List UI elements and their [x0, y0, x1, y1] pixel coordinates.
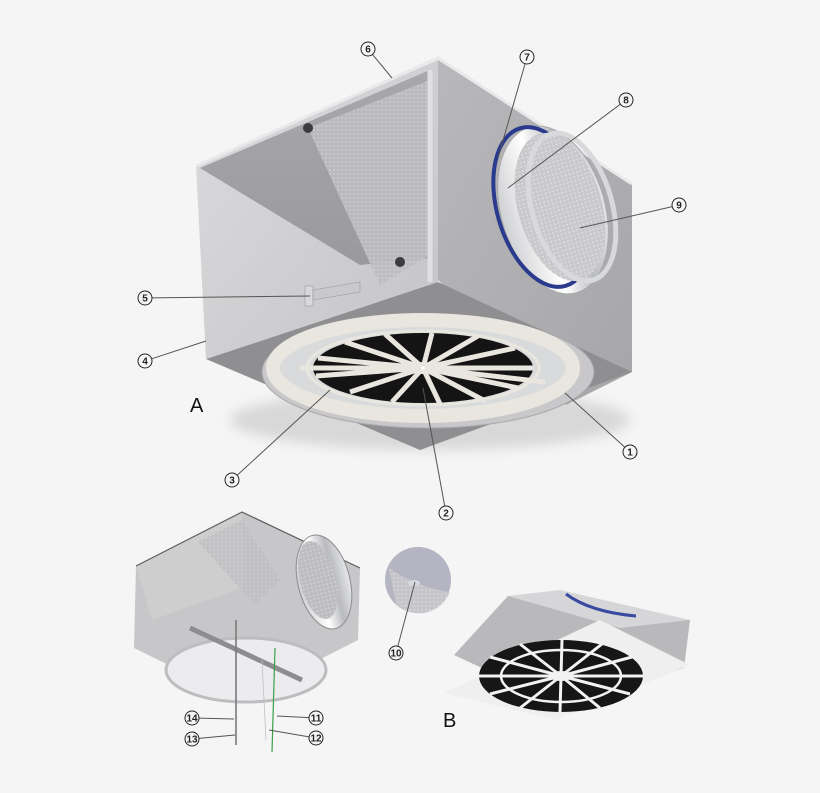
callout-circle [137, 353, 153, 369]
plenum-diffuser-ring [164, 636, 328, 704]
callout-number: 5 [142, 294, 148, 305]
leader-line [422, 387, 446, 507]
callout-circle [224, 472, 240, 488]
callout-circle [184, 731, 200, 747]
leader-line [236, 389, 331, 476]
leader-line [507, 103, 621, 189]
leader-line [268, 729, 310, 738]
callout-7: 7 [497, 49, 535, 159]
callout-number: 6 [365, 45, 371, 56]
callout-number: 14 [186, 714, 198, 725]
callout-circle [622, 444, 638, 460]
leader-line [198, 734, 236, 739]
square-seal [565, 592, 637, 618]
leader-line [151, 340, 207, 360]
callout-13: 13 [184, 731, 236, 747]
leader-line [497, 63, 526, 159]
leader-line [372, 54, 393, 79]
spigot-mesh [514, 133, 606, 281]
callout-number: 10 [390, 649, 402, 660]
callout-circle [388, 645, 404, 661]
callout-number: 2 [443, 509, 449, 520]
callout-circle [519, 49, 535, 65]
callout-number: 8 [623, 96, 629, 107]
view-a: A [190, 56, 633, 450]
callout-4: 4 [137, 340, 207, 369]
callout-number: 4 [142, 357, 148, 368]
callout-circle [308, 710, 324, 726]
side-spigot [491, 125, 619, 295]
callout-circle [360, 41, 376, 57]
callout-number: 13 [186, 735, 198, 746]
callout-3: 3 [224, 389, 331, 488]
mounting-rail [188, 625, 304, 683]
callout-5: 5 [137, 290, 311, 306]
baffle-bolt-top [303, 123, 313, 133]
callout-circle [671, 197, 687, 213]
square-diffuser-spokes [479, 639, 643, 713]
perforated-baffle [308, 80, 430, 285]
callout-circle [184, 710, 200, 726]
callout-number: 9 [676, 201, 682, 212]
baffle-bolt-bottom [395, 257, 405, 267]
callout-number: 12 [310, 734, 322, 745]
plenum-baffle [198, 520, 280, 605]
callout-number: 1 [627, 448, 633, 459]
callout-11: 11 [276, 710, 324, 726]
view-a-label: A [190, 395, 204, 417]
green-cable [271, 647, 276, 753]
mesh-detail-inset [385, 547, 451, 614]
callout-12: 12 [268, 729, 324, 746]
callout-6: 6 [360, 41, 393, 79]
callout-10: 10 [388, 581, 416, 661]
leader-line [276, 715, 310, 719]
callout-2: 2 [422, 387, 454, 521]
callout-circle [308, 730, 324, 746]
callout-8: 8 [507, 92, 634, 189]
view-plenum-installation [134, 511, 361, 753]
callout-1: 1 [564, 392, 638, 460]
callout-circle [438, 505, 454, 521]
view-b-label: B [443, 710, 456, 732]
callout-circle [618, 92, 634, 108]
leader-line [151, 295, 311, 299]
callout-9: 9 [579, 197, 687, 229]
leader-line [579, 206, 673, 229]
leader-line [397, 581, 416, 647]
swirl-diffuser-round [261, 313, 595, 429]
callout-number: 3 [229, 476, 235, 487]
callout-number: 11 [311, 714, 322, 725]
leader-line [564, 392, 626, 448]
callout-number: 7 [524, 53, 530, 64]
view-b: B [443, 590, 690, 732]
callout-circle [137, 290, 153, 306]
callout-14: 14 [184, 710, 235, 726]
leader-line [198, 717, 235, 720]
